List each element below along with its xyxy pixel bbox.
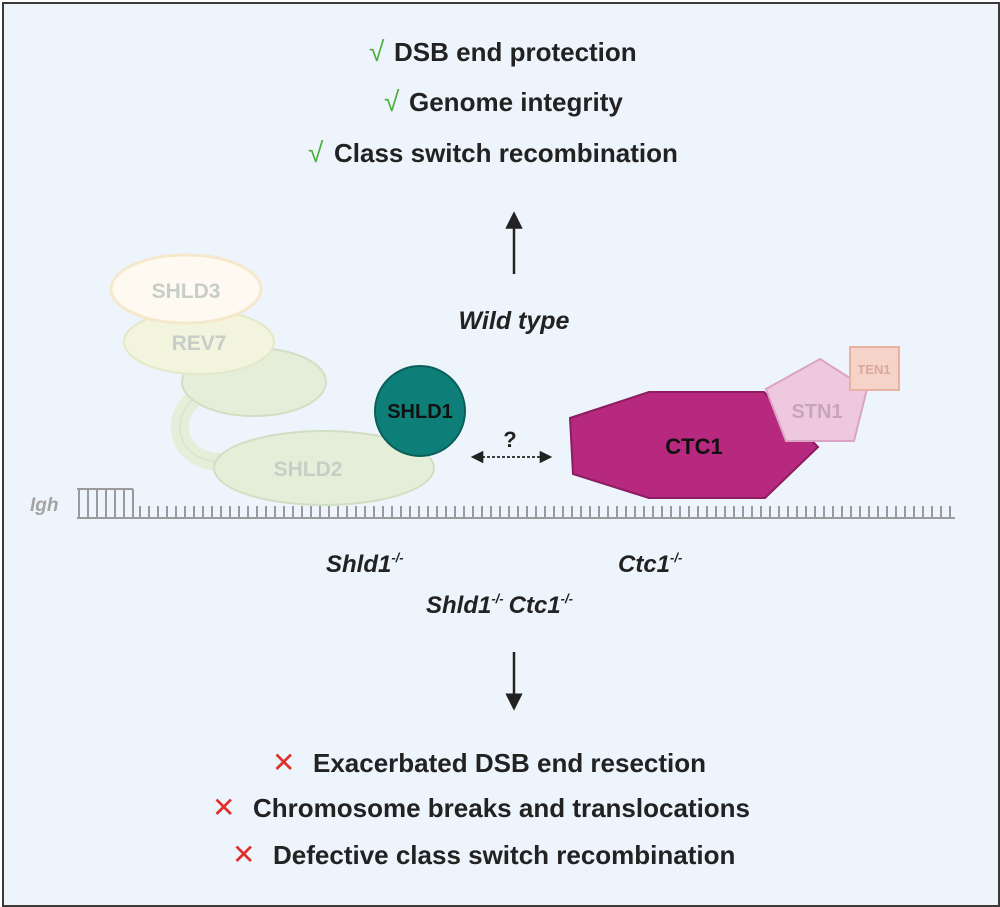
cross-mark-icon: ✕ [232,839,255,870]
interaction-question: ? [503,427,516,452]
dna-strand: Igh [30,488,955,519]
shld2-domain [213,430,435,506]
shld3-protein [109,253,263,325]
shld1-protein [374,365,466,457]
check-mark-icon: √ [384,86,400,117]
shld3-label: SHLD3 [152,280,221,303]
double-ko-label: Shld1-/-Ctc1-/- [426,591,573,619]
stn1-label: STN1 [791,401,842,423]
shld2-label: SHLD2 [274,458,343,481]
ten1-label: TEN1 [857,362,890,377]
check-mark-icon: √ [369,36,385,67]
cross-mark-icon: ✕ [272,747,295,778]
genotype-labels: Shld1-/- Ctc1-/- Shld1-/-Ctc1-/- [326,550,682,619]
dna-base-pairs [78,489,951,518]
outcome-defective-csr: Defective class switch recombination [273,840,735,870]
outcome-csr: Class switch recombination [334,138,678,168]
ctc1-ko-label: Ctc1-/- [618,550,682,578]
rev7-label: REV7 [172,332,227,355]
ten1-protein [849,346,900,391]
outcome-end-resection: Exacerbated DSB end resection [313,748,706,778]
shld1-ko-label: Shld1-/- [326,550,404,578]
outcome-dsb-protection: DSB end protection [394,37,637,67]
cst-complex: CTC1 STN1 TEN1 [568,346,900,499]
outcome-genome-integrity: Genome integrity [409,87,623,117]
cross-mark-icon: ✕ [212,792,235,823]
ctc1-protein [568,391,820,499]
outcome-chromosome-breaks: Chromosome breaks and translocations [253,793,750,823]
igh-locus-label: Igh [30,495,59,516]
shieldin-complex: SHLD2 REV7 SHLD3 [109,253,435,506]
ctc1-label: CTC1 [665,434,722,459]
top-outcomes: √ DSB end protection √ Genome integrity … [308,36,678,168]
check-mark-icon: √ [308,137,324,168]
wild-type-label: Wild type [459,307,570,335]
shld1-label: SHLD1 [387,401,453,423]
graphical-abstract: √ DSB end protection √ Genome integrity … [30,36,955,870]
bottom-outcomes: ✕ Exacerbated DSB end resection ✕ Chromo… [212,747,750,870]
